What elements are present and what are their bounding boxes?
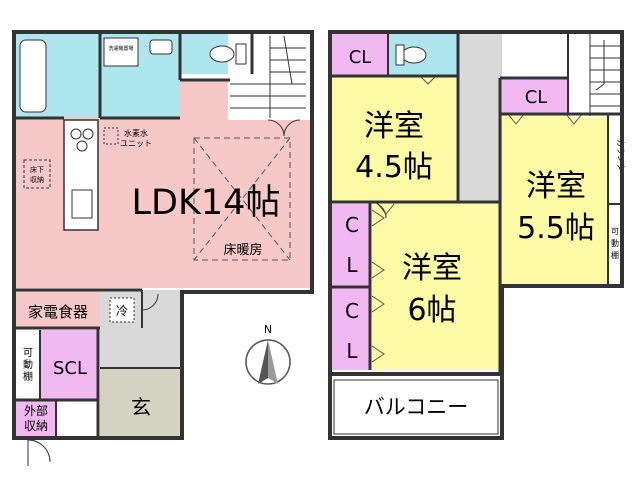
stove-burner: [76, 140, 88, 152]
sink: [149, 39, 173, 55]
closet-vertical-char: L: [346, 339, 358, 363]
counter-area: [608, 114, 622, 204]
door-swing: [283, 119, 301, 137]
balcony: [332, 376, 500, 436]
movable-shelf-char: 動: [23, 358, 33, 371]
stairs-1f: [230, 35, 306, 118]
room-4-5-label: 4.5帖: [355, 150, 433, 185]
movable-shelf-2f: [608, 204, 622, 284]
walls-1f: [12, 30, 314, 440]
stove-burner: [82, 128, 94, 140]
balcony-label: バルコニー: [364, 395, 469, 419]
underfloor-storage: [23, 159, 51, 189]
movable-shelf-char: 可: [23, 348, 33, 359]
toilet-tank-2f: [395, 44, 405, 66]
underfloor-storage-label: 収納: [30, 175, 44, 184]
stairs-2f: [589, 34, 620, 116]
closet-vertical-char: C: [345, 213, 359, 237]
toilet-bowl-2f: [401, 46, 427, 64]
closet-vertical-char: L: [346, 253, 358, 277]
room-4-5-label: 洋室: [364, 109, 424, 144]
closet-left-1: [332, 204, 370, 286]
fridge-label: 冷: [116, 304, 128, 318]
compass-needle: [268, 340, 278, 384]
scl-label: SCL: [53, 358, 87, 379]
toilet-bowl-1f: [209, 45, 235, 63]
compass-north-label: N: [264, 323, 272, 336]
floor-1: 洗濯機置場 床下 収納 水素水 ユニット: [12, 30, 314, 466]
floor-heating-diagonal: [193, 137, 291, 261]
stair-2f: [568, 34, 620, 118]
underfloor-storage-label: 床下: [30, 165, 44, 174]
closet-label: CL: [525, 87, 548, 108]
movable-shelf-1f: [16, 330, 40, 400]
genkan-label: 玄: [131, 395, 151, 419]
entry-door-swing: [27, 439, 51, 463]
hydrogen-unit-label: ユニット: [120, 139, 152, 148]
closet-label: CL: [349, 47, 372, 68]
walls-2f: [328, 30, 624, 440]
washer-box: [103, 37, 139, 67]
movable-shelf-char: 動: [611, 239, 619, 248]
floor-heating-label-bg: [218, 240, 268, 258]
toilet-tank-1f: [235, 43, 247, 65]
floor-heating-diagonal: [193, 137, 291, 261]
washer-label: 洗濯機置場: [108, 45, 133, 52]
closet-left-2: [332, 288, 370, 370]
kitchen-sink: [71, 189, 93, 219]
bathtub: [19, 39, 47, 113]
scl-closet: [40, 330, 98, 400]
closet-vertical-char: C: [345, 299, 359, 323]
room-5-5-label: 5.5帖: [517, 211, 595, 246]
outdoor-storage-label: 外部: [24, 403, 48, 418]
appliance-shelf-label: 家電食器: [28, 303, 88, 321]
movable-shelf-char: 棚: [611, 250, 619, 260]
room-6-label: 6帖: [407, 293, 456, 328]
door-swing: [141, 293, 159, 311]
outdoor-storage-label: 収納: [24, 419, 48, 433]
outdoor-storage: [16, 400, 56, 440]
floor-heating-label: 床暖房: [223, 242, 262, 258]
floor-heating-area: [193, 137, 291, 261]
movable-shelf-char: 可: [611, 227, 619, 236]
closet-5-5: [502, 78, 568, 114]
compass-needle: [258, 340, 268, 384]
fridge-box: [109, 297, 135, 323]
closet-top-left: [332, 34, 388, 76]
floor-2: CL CL C L C L 洋室 4.5帖 洋室 5.5帖 洋室 6帖 カウンタ…: [328, 30, 625, 440]
room-6: [372, 202, 500, 370]
room-4-5: [332, 76, 456, 202]
hydrogen-unit-box: [103, 127, 119, 145]
room-5-5: [502, 114, 608, 284]
closet-door-marks: [371, 75, 583, 363]
stove-burner: [70, 128, 82, 140]
hydrogen-unit-label: 水素水: [124, 128, 148, 138]
room-6-label: 洋室: [402, 251, 462, 286]
ldk-label: LDK14帖: [132, 183, 281, 223]
room-5-5-label: 洋室: [526, 169, 586, 204]
genkan: [100, 368, 182, 438]
movable-shelf-char: 棚: [23, 370, 33, 383]
compass: N: [245, 323, 291, 385]
